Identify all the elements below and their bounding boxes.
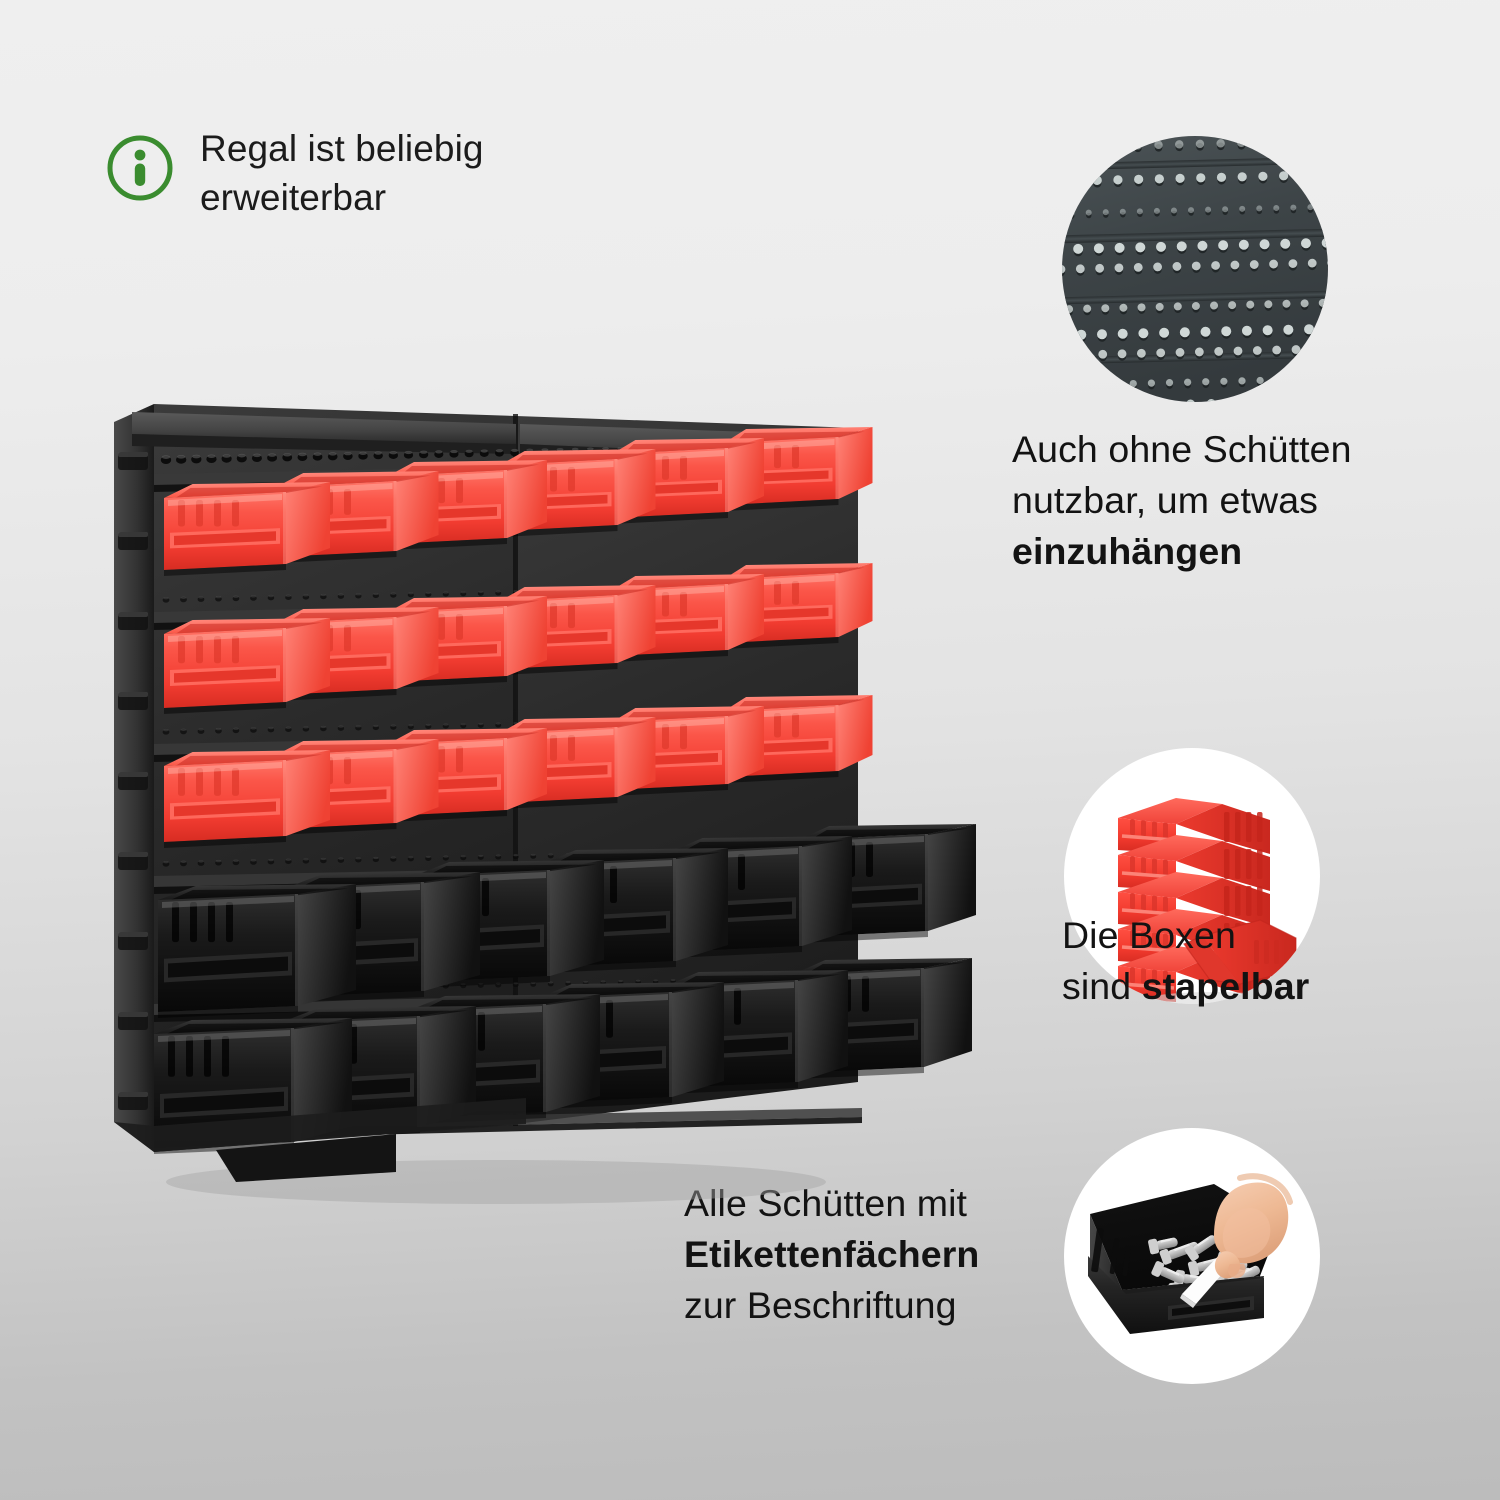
inset-stacked-bins-closeup xyxy=(1064,748,1320,1004)
info-callout: Regal ist beliebig erweiterbar xyxy=(106,124,484,222)
product-image-bin-rack xyxy=(96,382,996,1204)
caption-label: Alle Schütten mit Etikettenfächern zur B… xyxy=(684,1178,979,1331)
caption-stack-line2-bold: stapelbar xyxy=(1141,965,1310,1007)
caption-hang-line1: Auch ohne Schütten xyxy=(1012,428,1352,470)
caption-hang-line2: nutzbar, um etwas xyxy=(1012,479,1319,521)
caption-hang: Auch ohne Schütten nutzbar, um etwas ein… xyxy=(1012,424,1352,577)
caption-stack: Die Boxen sind stapelbar xyxy=(1062,910,1309,1012)
info-circle-icon xyxy=(106,134,174,202)
caption-hang-line3: einzuhängen xyxy=(1012,530,1243,572)
inset-label-insert-closeup xyxy=(1064,1128,1320,1384)
caption-label-line3: zur Beschriftung xyxy=(684,1284,957,1326)
caption-stack-line2-prefix: sind xyxy=(1062,965,1142,1007)
inset-pegboard-closeup xyxy=(1062,136,1328,402)
caption-label-line2: Etikettenfächern xyxy=(684,1233,980,1275)
caption-stack-line2: sind stapelbar xyxy=(1062,961,1309,1012)
caption-stack-line1: Die Boxen xyxy=(1062,914,1236,956)
caption-label-line1: Alle Schütten mit xyxy=(684,1182,968,1224)
info-callout-text: Regal ist beliebig erweiterbar xyxy=(200,128,484,219)
